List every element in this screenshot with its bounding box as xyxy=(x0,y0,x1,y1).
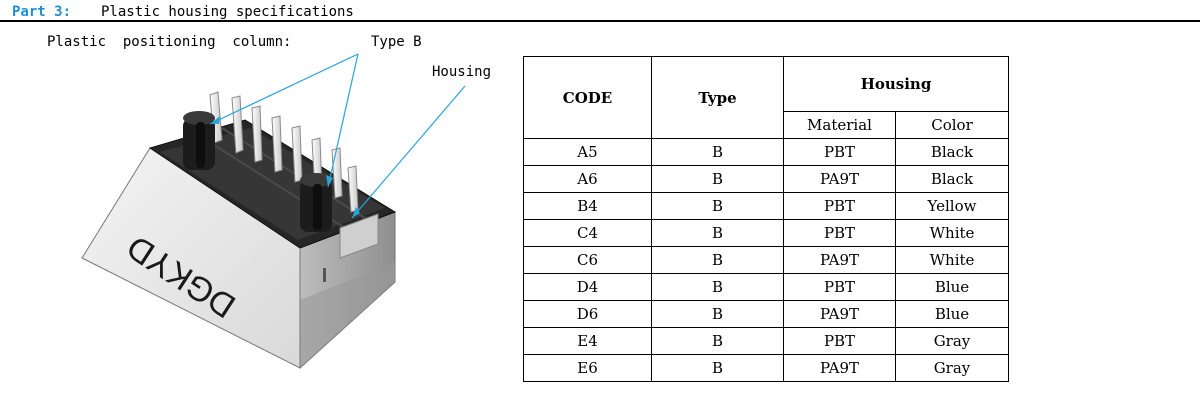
section-header: Part 3: Plastic housing specifications xyxy=(0,0,1200,22)
table-header-row: CODE Type Housing xyxy=(523,56,1009,139)
code-cell: B4 xyxy=(523,192,652,220)
material-cell: PBT xyxy=(783,273,896,301)
positioning-column-left xyxy=(183,111,215,170)
material-cell: PBT xyxy=(783,219,896,247)
material-header: Material xyxy=(783,111,896,139)
material-cell: PA9T xyxy=(783,300,896,328)
material-cell: PA9T xyxy=(783,246,896,274)
part-number: Part 3: xyxy=(12,4,72,20)
positioning-column-right xyxy=(300,173,332,232)
connector-photo: DGKYD xyxy=(81,53,466,370)
color-cell: Gray xyxy=(895,354,1009,382)
material-cell: PBT xyxy=(783,327,896,355)
color-cell: White xyxy=(895,219,1009,247)
code-cell: D6 xyxy=(523,300,652,328)
material-cell: PA9T xyxy=(783,354,896,382)
material-cell: PA9T xyxy=(783,165,896,193)
code-cell: A5 xyxy=(523,138,652,166)
housing-header: Housing xyxy=(783,56,1009,112)
type-cell: B xyxy=(651,246,784,274)
color-cell: Yellow xyxy=(895,192,1009,220)
type-cell: B xyxy=(651,327,784,355)
color-cell: Gray xyxy=(895,327,1009,355)
material-cell: PBT xyxy=(783,138,896,166)
color-cell: Black xyxy=(895,138,1009,166)
material-cell: PBT xyxy=(783,192,896,220)
section-title: Plastic housing specifications xyxy=(101,4,354,20)
color-cell: White xyxy=(895,246,1009,274)
type-cell: B xyxy=(651,219,784,247)
type-header: Type xyxy=(651,56,784,139)
code-cell: D4 xyxy=(523,273,652,301)
code-cell: A6 xyxy=(523,165,652,193)
positioning-column-label: Plastic positioning column: xyxy=(47,34,292,50)
type-cell: B xyxy=(651,138,784,166)
type-cell: B xyxy=(651,192,784,220)
type-cell: B xyxy=(651,300,784,328)
code-header: CODE xyxy=(523,56,652,139)
color-cell: Black xyxy=(895,165,1009,193)
type-b-label: Type B xyxy=(371,34,422,50)
code-cell: C4 xyxy=(523,219,652,247)
color-cell: Blue xyxy=(895,273,1009,301)
color-header: Color xyxy=(895,111,1009,139)
table-subheader-row: Material Color xyxy=(524,111,1009,139)
code-cell: E6 xyxy=(523,354,652,382)
color-cell: Blue xyxy=(895,300,1009,328)
code-cell: E4 xyxy=(523,327,652,355)
housing-label: Housing xyxy=(432,64,492,80)
type-cell: B xyxy=(651,273,784,301)
type-cell: B xyxy=(651,354,784,382)
code-cell: C6 xyxy=(523,246,652,274)
type-cell: B xyxy=(651,165,784,193)
